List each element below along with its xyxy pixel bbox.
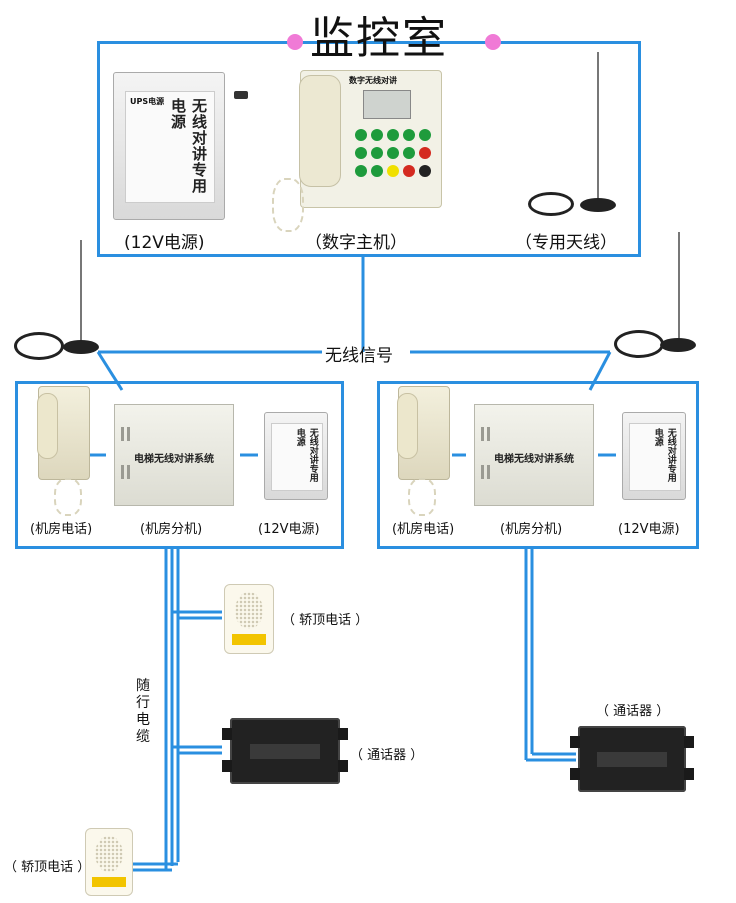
intercom-unit	[222, 718, 348, 784]
keypad-key-icon	[371, 147, 383, 159]
intercom-label: （ 通话器 ）	[596, 704, 670, 719]
antenna-rod	[597, 52, 599, 202]
call-button	[92, 876, 126, 888]
vent	[481, 465, 484, 479]
antenna-base	[580, 198, 616, 212]
ups-face: 无线对讲专用电源	[629, 423, 681, 491]
machine-room-box-right	[377, 381, 699, 549]
handset-cord	[272, 178, 304, 232]
vent	[481, 427, 484, 441]
speaker-grill	[234, 591, 264, 630]
phone-handset	[397, 393, 418, 460]
wireless-signal-label: 无线信号	[325, 346, 393, 366]
left-antenna-cable	[14, 332, 64, 360]
machine-room-power-label: (12V电源)	[258, 522, 320, 537]
keypad-key-icon	[387, 147, 399, 159]
car-top-phone	[85, 828, 133, 896]
keypad-key-icon	[371, 129, 383, 141]
mount-ear	[338, 728, 348, 740]
keypad-key-icon	[355, 165, 367, 177]
keypad-key-icon	[355, 147, 367, 159]
digital-host: 数字无线对讲	[299, 70, 442, 208]
ups-label: (12V电源)	[124, 233, 205, 253]
mount-ear	[222, 760, 232, 772]
intercom-panel	[597, 752, 667, 767]
machine-room-phone-label: (机房电话)	[30, 522, 93, 537]
ups-power-supply: 无线对讲专用电源 UPS电源	[113, 72, 248, 220]
antenna-label: （专用天线）	[515, 233, 617, 253]
mount-ear	[570, 768, 580, 780]
mount-ear	[570, 736, 580, 748]
plug-icon	[234, 91, 248, 99]
vent	[127, 427, 130, 441]
machine-room-ups: 无线对讲专用电源	[264, 412, 328, 500]
right-antenna-base	[660, 338, 696, 352]
intercom-label: （ 通话器 ）	[350, 748, 424, 763]
intercom-panel	[249, 744, 321, 759]
machine-room-unit-label: (机房分机)	[500, 522, 563, 537]
host-phone-handset	[299, 75, 341, 187]
ups-main-text: 无线对讲专用电源	[169, 97, 208, 194]
machine-room-ups: 无线对讲专用电源	[622, 412, 686, 500]
keypad-key-icon	[387, 129, 399, 141]
ups-main-text: 无线对讲专用电源	[294, 428, 318, 483]
keypad-key-icon	[419, 147, 431, 159]
ups-main-text: 无线对讲专用电源	[652, 428, 676, 483]
keypad-key-icon	[403, 147, 415, 159]
machine-room-phone	[397, 386, 450, 480]
host-screen-title: 数字无线对讲	[349, 76, 397, 85]
machine-room-unit: 电梯无线对讲系统	[474, 404, 594, 506]
traveling-cable-label: 随行电缆	[136, 678, 150, 745]
title-dot-right	[485, 34, 501, 50]
intercom-unit	[570, 726, 694, 792]
host-lcd-screen	[362, 90, 411, 120]
car-top-phone-label: （ 轿顶电话 ）	[282, 613, 369, 628]
phone-cord	[54, 478, 82, 516]
machine-room-phone	[37, 386, 90, 480]
mount-ear	[338, 760, 348, 772]
car-top-phone	[224, 584, 274, 654]
page-title: 监控室	[310, 13, 448, 64]
keypad-key-icon	[419, 129, 431, 141]
unit-text: 电梯无线对讲系统	[134, 454, 214, 465]
machine-room-phone-label: (机房电话)	[392, 522, 455, 537]
keypad-key-icon	[387, 165, 399, 177]
phone-handset	[37, 393, 58, 460]
left-antenna-base	[63, 340, 99, 354]
right-antenna-cable	[614, 330, 664, 358]
vent	[487, 427, 490, 441]
ups-face: 无线对讲专用电源	[271, 423, 323, 491]
mount-ear	[684, 736, 694, 748]
machine-room-unit: 电梯无线对讲系统	[114, 404, 234, 506]
host-label: （数字主机）	[305, 233, 407, 253]
unit-text: 电梯无线对讲系统	[494, 454, 574, 465]
keypad-key-icon	[355, 129, 367, 141]
vent	[487, 465, 490, 479]
mount-ear	[684, 768, 694, 780]
mount-ear	[222, 728, 232, 740]
keypad-key-icon	[371, 165, 383, 177]
title-dot-left	[287, 34, 303, 50]
vent	[127, 465, 130, 479]
keypad-key-icon	[419, 165, 431, 177]
keypad-key-icon	[403, 165, 415, 177]
keypad-key-icon	[403, 129, 415, 141]
antenna-cable	[528, 192, 574, 216]
right-antenna-rod	[678, 232, 680, 344]
ups-top-text: UPS电源	[130, 96, 165, 106]
vent	[121, 465, 124, 479]
ups-face: 无线对讲专用电源 UPS电源	[125, 90, 215, 204]
machine-room-box-left	[15, 381, 344, 549]
vent	[121, 427, 124, 441]
machine-room-power-label: (12V电源)	[618, 522, 680, 537]
phone-cord	[408, 478, 436, 516]
left-antenna-rod	[80, 240, 82, 345]
call-button	[231, 633, 267, 645]
car-top-phone-label: （ 轿顶电话 ）	[4, 860, 91, 875]
speaker-grill	[95, 835, 123, 872]
machine-room-unit-label: (机房分机)	[140, 522, 203, 537]
control-room-box	[97, 41, 641, 257]
